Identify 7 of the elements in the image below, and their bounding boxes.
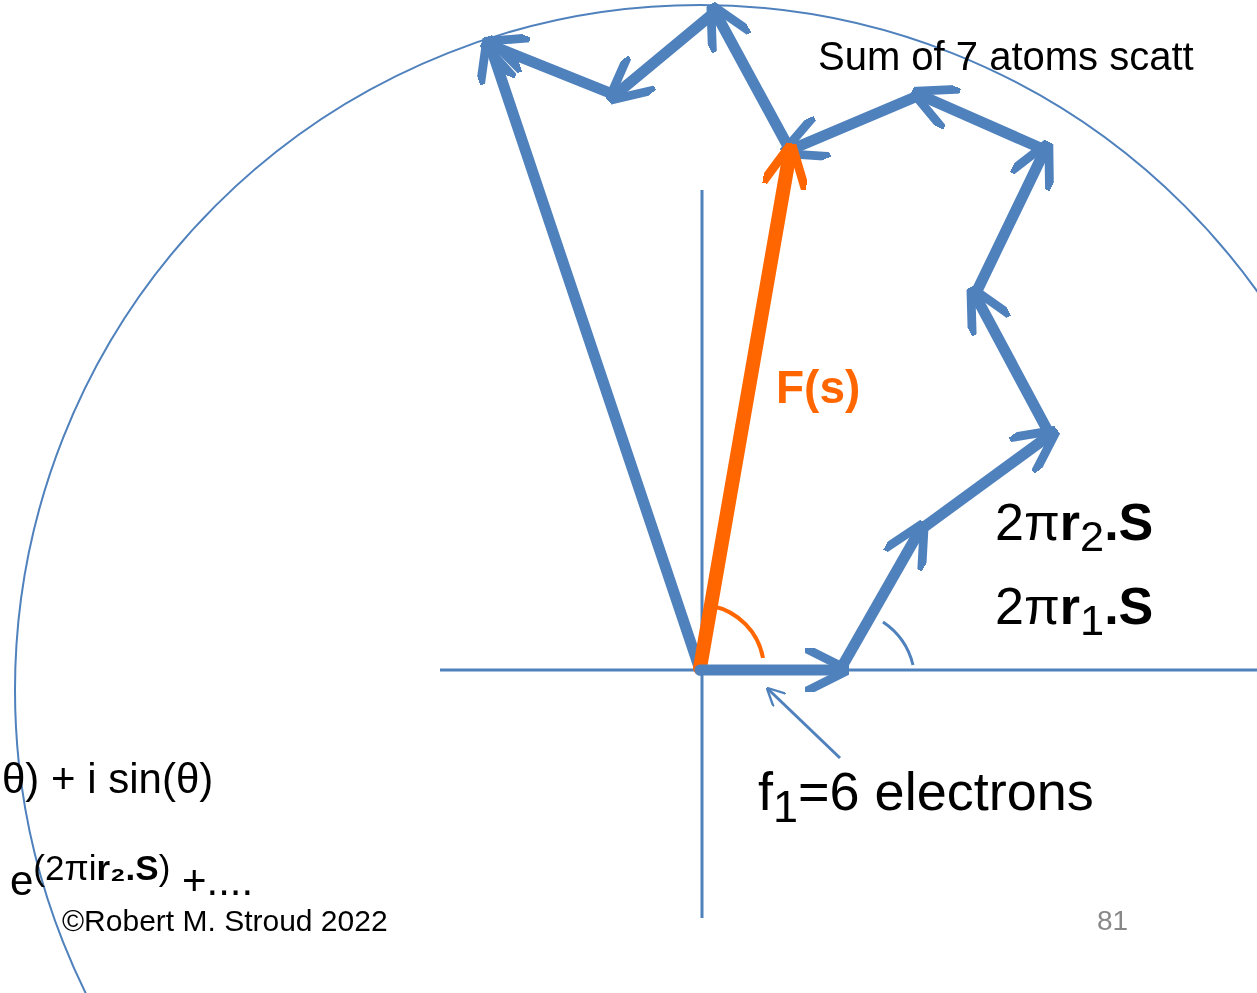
page-number: 81 [1097, 906, 1129, 937]
vector-label: F(s) [776, 362, 861, 413]
leader-line [765, 686, 842, 760]
phase-label: 2πr$_{1}$.S [995, 578, 1154, 636]
phase-label: 2πr$_{2}$.S [995, 494, 1154, 552]
copyright-text: ©Robert M. Stroud 2022 [62, 904, 388, 937]
annotation-text: f$_{1}$=6 electrons [758, 762, 1094, 822]
